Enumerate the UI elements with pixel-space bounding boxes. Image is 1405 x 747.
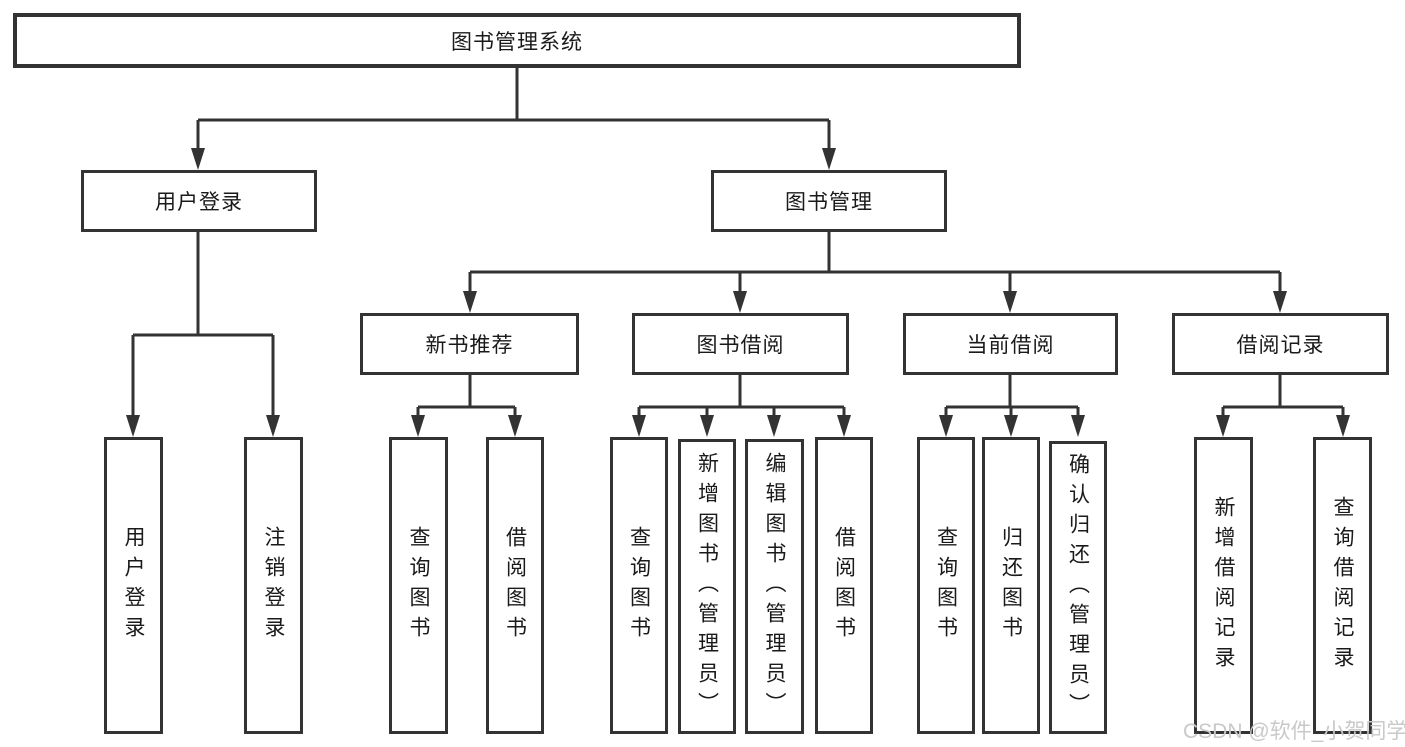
leaf-logout: 注销登录 (244, 437, 303, 734)
leaf-borrow-books-recommend: 借阅图书 (486, 437, 544, 734)
leaf-user-login: 用户登录 (104, 437, 163, 734)
arrow-down-icon (411, 415, 425, 437)
leaf-return-books: 归还图书 (982, 437, 1040, 734)
leaf-borrow-books: 借阅图书 (815, 437, 873, 734)
arrow-down-icon (767, 415, 781, 437)
leaf-query-books-current: 查询图书 (917, 437, 975, 734)
arrow-down-icon (266, 415, 280, 437)
arrow-down-icon (1336, 415, 1350, 437)
arrow-down-icon (1003, 291, 1017, 313)
arrow-down-icon (700, 415, 714, 437)
leaf-add-books-admin: 新增图书（管理员） (678, 439, 736, 734)
arrow-down-icon (463, 291, 477, 313)
arrow-down-icon (508, 415, 522, 437)
node-user-login: 用户登录 (81, 170, 317, 232)
node-book-borrow: 图书借阅 (632, 313, 849, 375)
connector-lines (131, 67, 1345, 417)
arrow-down-icon (126, 415, 140, 437)
node-book-management: 图书管理 (711, 170, 947, 232)
node-new-book-recommend: 新书推荐 (360, 313, 579, 375)
arrow-down-icon (1004, 415, 1018, 437)
leaf-edit-books-admin: 编辑图书（管理员） (745, 439, 804, 734)
watermark: CSDN @软件_小贺同学 (1183, 720, 1405, 743)
leaf-query-books-recommend: 查询图书 (389, 437, 448, 734)
arrow-down-icon (733, 291, 747, 313)
arrow-down-icon (939, 415, 953, 437)
arrow-down-icon (191, 148, 205, 170)
leaf-confirm-return-admin: 确认归还（管理员） (1049, 441, 1107, 734)
node-borrow-records: 借阅记录 (1172, 313, 1389, 375)
arrow-down-icon (632, 415, 646, 437)
arrow-down-icon (837, 415, 851, 437)
leaf-query-borrow-record: 查询借阅记录 (1313, 437, 1372, 734)
node-current-borrow: 当前借阅 (903, 313, 1118, 375)
arrow-down-icon (1273, 291, 1287, 313)
arrowhead-icons (126, 148, 1350, 437)
node-root: 图书管理系统 (13, 13, 1021, 68)
arrow-down-icon (822, 148, 836, 170)
arrow-down-icon (1071, 415, 1085, 437)
leaf-add-borrow-record: 新增借阅记录 (1194, 437, 1253, 734)
leaf-query-books-borrow: 查询图书 (610, 437, 668, 734)
arrow-down-icon (1216, 415, 1230, 437)
